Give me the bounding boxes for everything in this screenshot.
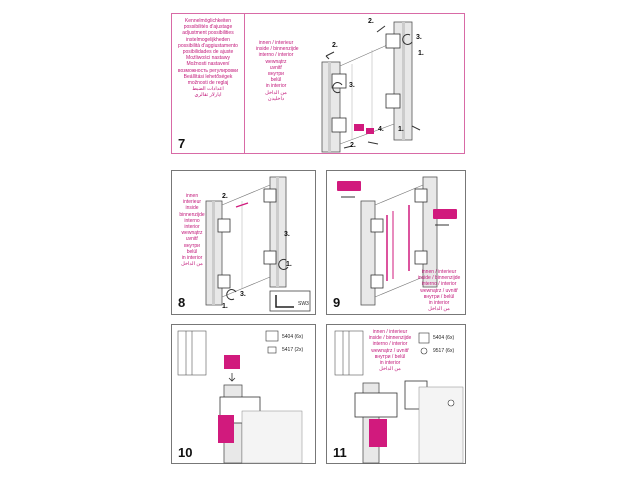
step-label: 1. — [418, 50, 424, 57]
adjustment-diagram — [321, 21, 421, 153]
step-label: 3. — [240, 291, 246, 298]
step-label: 2. — [222, 193, 228, 200]
step-label: 2. — [368, 18, 374, 25]
step-number: 7 — [178, 136, 186, 151]
inside-line: внутри — [268, 71, 284, 78]
hinge-adjust-diagram — [205, 176, 311, 312]
language-line: possibilités d'ajustage — [183, 24, 233, 31]
inside-line: inside — [185, 205, 199, 212]
inside-line: interior — [184, 224, 200, 231]
seal-diagram — [337, 176, 457, 306]
step-label: 1. — [222, 303, 228, 310]
language-line: Kennelmöglichkeiten — [184, 18, 232, 24]
inside-line: interno / interior — [258, 52, 294, 59]
part-code: 5417 (2x) — [282, 347, 304, 353]
inside-line: wewnątrz — [265, 58, 287, 65]
language-line: возможность регулировки — [177, 67, 239, 74]
language-line: Możliwości nastawy — [186, 55, 230, 62]
language-line: possibilità d'aggiustamento — [178, 42, 238, 49]
step-number: 8 — [178, 295, 186, 310]
inside-line: wewnątrz — [181, 230, 203, 237]
step-label: 3. — [416, 34, 422, 41]
step-label: 1. — [286, 261, 292, 268]
inside-line: uvnitř — [185, 236, 199, 243]
language-line: ايارلار تقالري — [194, 92, 222, 99]
part-code: 9517 (6x) — [433, 348, 455, 354]
step-label: 2. — [350, 142, 356, 149]
hex-key-size: SW3 — [298, 301, 309, 307]
inside-line: innen / interieur — [372, 329, 408, 335]
inside-line: innen — [185, 193, 199, 199]
inside-line: من الداخل — [181, 261, 203, 268]
inside-line: binnenzijde — [179, 211, 205, 218]
step-label: 2. — [332, 42, 338, 49]
step-label: 3. — [284, 231, 290, 238]
inside-line: innen / interieur — [421, 269, 457, 275]
inside-line: من الداخل — [428, 306, 450, 313]
inside-line: belül — [270, 77, 282, 84]
language-line: posibilidades de ajuste — [182, 49, 234, 56]
cap-install-diagram — [334, 330, 464, 464]
step-number: 11 — [333, 445, 347, 460]
inside-line: interno — [184, 217, 200, 224]
inside-line: داخلیدن — [267, 95, 285, 102]
inside-line: внутри / belül — [423, 293, 455, 300]
step-label: 1. — [398, 126, 404, 133]
inside-line: inside / binnenzijde — [417, 275, 461, 282]
language-line: možnosti de reglaj — [187, 80, 229, 87]
inside-line: interno / interior — [372, 341, 408, 348]
step-label: 3. — [349, 82, 355, 89]
inside-line: wewnątrz / uvnitř — [371, 347, 409, 354]
language-line: Beállítási lehetőségek — [183, 73, 233, 80]
inside-line: من الداخل — [265, 89, 287, 96]
inside-line: innen / interieur — [258, 40, 294, 46]
inside-line: in interior — [379, 360, 401, 367]
inside-line: in interior — [428, 300, 450, 307]
language-list-box — [172, 14, 245, 153]
inside-line: uvnitř — [269, 64, 283, 71]
inside-line: внутри — [184, 242, 200, 249]
part-code: 5404 (6x) — [282, 334, 304, 340]
inside-line: belül — [186, 248, 198, 255]
inside-line: inside / binnenzijde — [368, 335, 412, 342]
step-number: 9 — [333, 295, 341, 310]
step-10-panel: 5404 (6x) 5417 (2x) 10 — [171, 324, 316, 464]
language-line: اعدادات الضبط — [192, 86, 224, 93]
inside-line: wewnątrz / uvnitř — [420, 287, 458, 294]
cover-cap-diagram — [177, 330, 303, 464]
part-code: 5404 (6x) — [433, 335, 455, 341]
inside-line: in interior — [265, 83, 287, 90]
inside-line: внутри / belül — [374, 353, 406, 360]
inside-line: من الداخل — [379, 366, 401, 373]
inside-line: in interior — [181, 255, 203, 262]
step-label: 4. — [378, 126, 384, 133]
inside-line: inside / binnenzijde — [256, 46, 299, 53]
inside-line: interno / interior — [421, 281, 457, 288]
language-line: instelmogelijkheden — [186, 36, 230, 43]
inside-line: interieur — [182, 199, 202, 206]
language-line: Možnosti nastavení — [186, 61, 230, 68]
step-number: 10 — [178, 445, 193, 460]
language-line: adjustment possibilities — [182, 30, 234, 37]
